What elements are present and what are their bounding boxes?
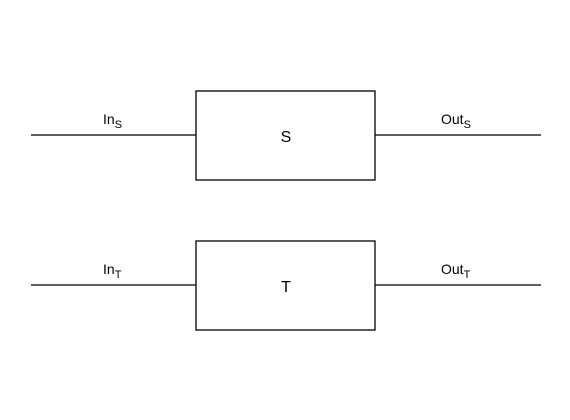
block-s-group: S InS OutS (31, 90, 541, 181)
output-label-s: OutS (441, 111, 471, 131)
output-label-s-base: Out (441, 111, 464, 127)
output-label-t-subscript: T (464, 269, 471, 281)
output-label-t: OutT (441, 261, 471, 281)
block-t-label: T (281, 279, 291, 296)
input-label-t-subscript: T (115, 269, 122, 281)
output-label-s-subscript: S (464, 119, 471, 131)
input-label-t: InT (103, 261, 122, 281)
input-label-s-subscript: S (115, 119, 122, 131)
block-s (195, 90, 376, 181)
input-label-s-base: In (103, 111, 115, 127)
input-label-t-base: In (103, 261, 115, 277)
output-label-t-base: Out (441, 261, 464, 277)
block-t-group: T InT OutT (31, 240, 541, 331)
input-label-s: InS (103, 111, 122, 131)
block-t (195, 240, 376, 331)
block-s-label: S (281, 129, 292, 146)
